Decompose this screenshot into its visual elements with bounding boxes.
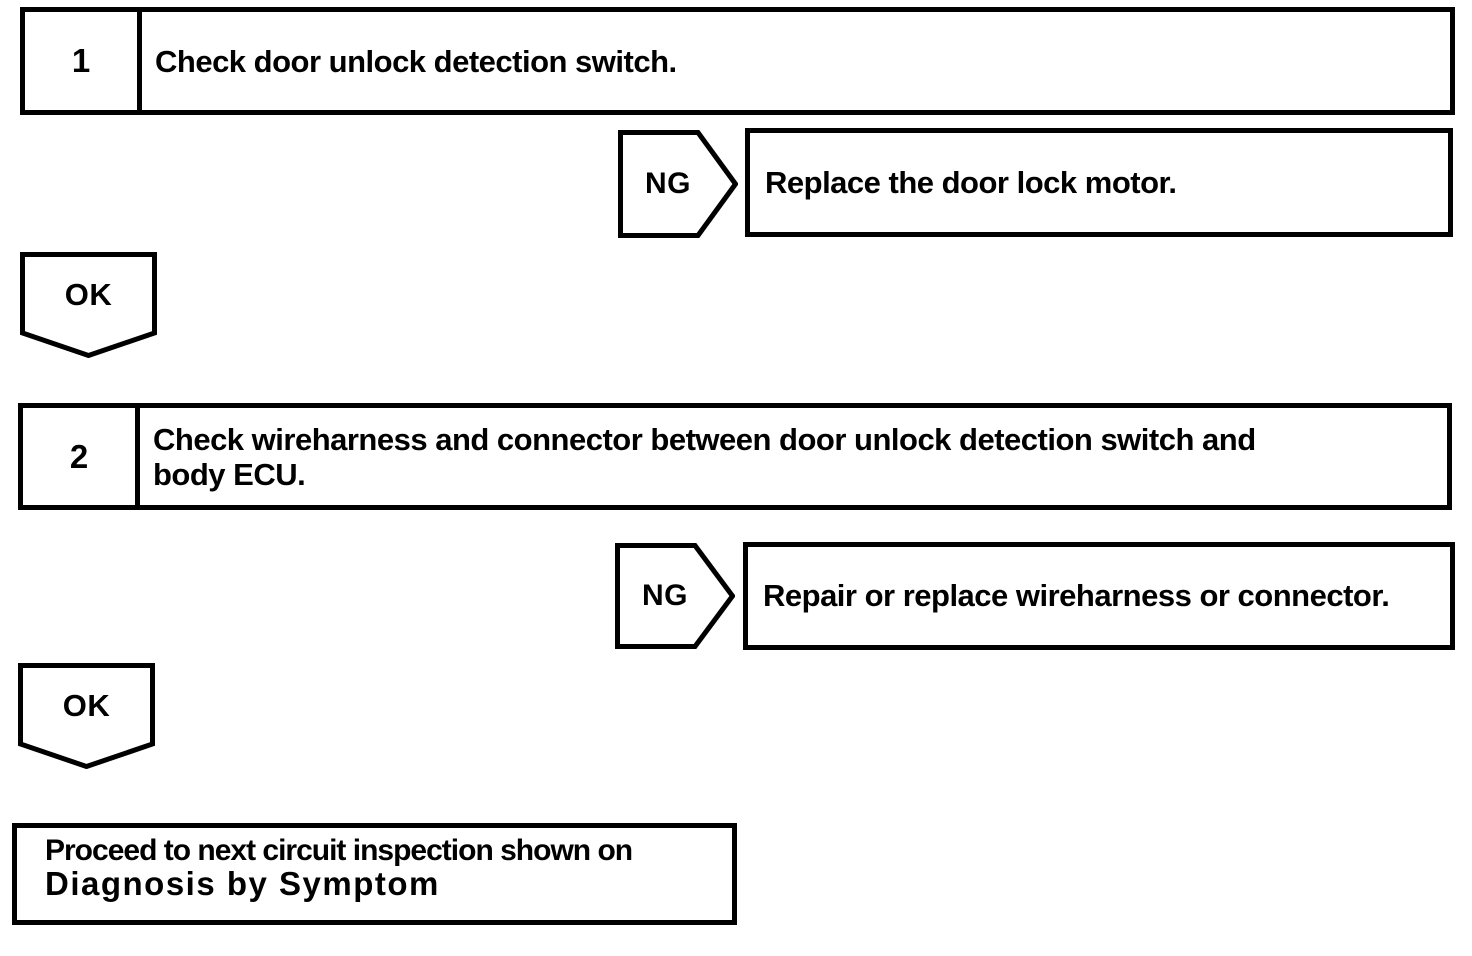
step-1-instruction-line-1: Check door unlock detection switch. [155,43,677,79]
ng-action-2-box: Repair or replace wireharness or connect… [743,542,1455,650]
ng-arrow-icon [615,543,735,649]
ok-arrow-1: OK [20,252,157,358]
ng-arrow-2: NG [615,543,735,649]
ng-action-1-text: Replace the door lock motor. [765,164,1177,200]
ng-arrow-1-label: NG [645,167,691,200]
ok-arrow-2: OK [18,663,155,769]
final-result-line-2: Diagnosis by Symptom [45,865,440,902]
ng-arrow-1: NG [618,130,738,238]
step-2-instruction-line-1: Check wireharness and connector between … [153,421,1256,457]
step-2-instruction: Check wireharness and connector between … [140,408,1447,505]
ok-arrow-2-label: OK [62,688,111,723]
final-result-line-1: Proceed to next circuit inspection shown… [45,834,633,867]
ok-arrow-1-label: OK [64,277,113,312]
ng-arrow-icon [618,130,738,238]
step-1-box: 1 Check door unlock detection switch. [20,7,1455,115]
step-2-box: 2 Check wireharness and connector betwee… [18,403,1452,510]
ng-arrow-2-label: NG [642,579,688,612]
ok-arrow-icon [20,252,157,358]
step-2-number: 2 [23,408,140,505]
ng-action-2-text: Repair or replace wireharness or connect… [763,578,1390,613]
step-1-instruction: Check door unlock detection switch. [142,12,1450,110]
ok-arrow-icon [18,663,155,769]
step-2-instruction-line-2: body ECU. [153,456,306,492]
final-result-box: Proceed to next circuit inspection shown… [12,823,737,925]
step-1-number: 1 [25,12,142,110]
ng-action-1-box: Replace the door lock motor. [745,128,1453,237]
